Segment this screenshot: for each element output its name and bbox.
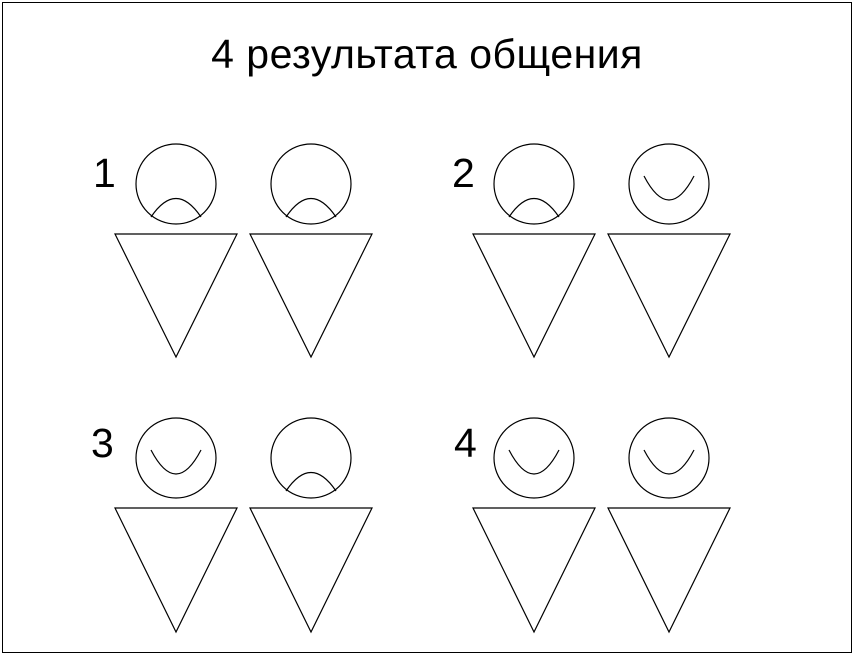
person-figure xyxy=(114,143,238,359)
body-triangle xyxy=(472,233,596,359)
smile-mouth xyxy=(643,449,695,475)
head-circle xyxy=(493,417,575,499)
head-circle xyxy=(135,143,217,225)
body-triangle xyxy=(114,233,238,359)
body-triangle xyxy=(607,233,731,359)
smile-mouth xyxy=(643,175,695,201)
frown-mouth xyxy=(508,198,560,218)
head-circle xyxy=(270,143,352,225)
head-circle xyxy=(628,143,710,225)
outcome-1-group xyxy=(114,143,373,359)
person-figure xyxy=(472,143,596,359)
person-figure xyxy=(607,417,731,634)
outcome-number-2: 2 xyxy=(452,150,475,196)
head-circle xyxy=(135,417,217,499)
head-circle xyxy=(270,417,352,499)
person-figure xyxy=(249,417,373,634)
person-figure xyxy=(472,417,596,634)
body-triangle xyxy=(607,507,731,634)
outcome-3-group xyxy=(114,417,373,634)
person-figure xyxy=(249,143,373,359)
figures-canvas xyxy=(114,143,731,634)
head-circle xyxy=(628,417,710,499)
outcome-number-1: 1 xyxy=(93,150,116,196)
slide-title: 4 результата общения xyxy=(211,31,643,77)
outcome-4-group xyxy=(472,417,731,634)
body-triangle xyxy=(472,507,596,634)
body-triangle xyxy=(114,507,238,634)
person-figure xyxy=(114,417,238,634)
smile-mouth xyxy=(150,449,202,475)
head-circle xyxy=(493,143,575,225)
outcome-number-3: 3 xyxy=(91,420,114,466)
frown-mouth xyxy=(285,472,337,492)
body-triangle xyxy=(249,233,373,359)
smile-mouth xyxy=(508,449,560,475)
body-triangle xyxy=(249,507,373,634)
outcome-2-group xyxy=(472,143,731,359)
frown-mouth xyxy=(285,198,337,218)
outcome-number-4: 4 xyxy=(454,420,477,466)
frown-mouth xyxy=(150,198,202,218)
person-figure xyxy=(607,143,731,359)
